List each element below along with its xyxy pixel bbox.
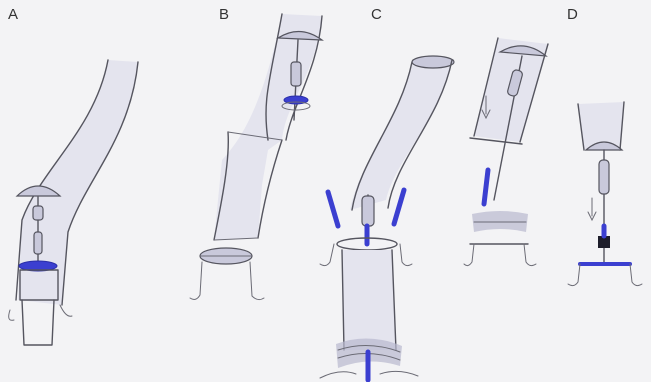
panel-a-shaft-body <box>34 232 42 254</box>
panel-d-left-drawing <box>464 38 548 266</box>
panel-d2-clip-left <box>568 264 580 286</box>
panel-b-clip-left <box>190 262 202 299</box>
panel-c-drawing <box>320 56 454 380</box>
panel-a-drawing <box>9 60 138 345</box>
panel-a-clip-left <box>9 310 14 320</box>
panel-c-clip-left <box>320 244 334 266</box>
panel-b-drawing <box>190 14 322 300</box>
panel-c-lower-tube-body <box>342 250 396 350</box>
panel-d1-blue-rod <box>484 170 488 204</box>
panel-c-blue-rod-right <box>394 190 404 224</box>
panel-b-clip-right <box>250 262 264 300</box>
panel-a-stapler-body <box>22 300 54 345</box>
panel-b-tube-body <box>214 14 322 240</box>
panel-a-shaft-collar <box>33 206 43 220</box>
panel-c-clip-right <box>400 244 412 266</box>
panel-b-shaft-body <box>291 62 301 86</box>
panel-d2-shaft-body <box>599 160 609 194</box>
panel-d1-clip-right <box>524 244 536 266</box>
panel-a-clip-right <box>60 305 72 316</box>
panel-d-right-drawing <box>568 102 642 286</box>
panel-c-tube-top-rim <box>412 56 454 68</box>
panel-d1-clip-left <box>464 244 474 266</box>
panel-c-tube-body <box>350 60 452 210</box>
panel-c-shaft-body <box>362 196 374 226</box>
panel-c-blue-rod-left <box>328 192 338 226</box>
panel-d2-clip-right <box>630 264 642 286</box>
